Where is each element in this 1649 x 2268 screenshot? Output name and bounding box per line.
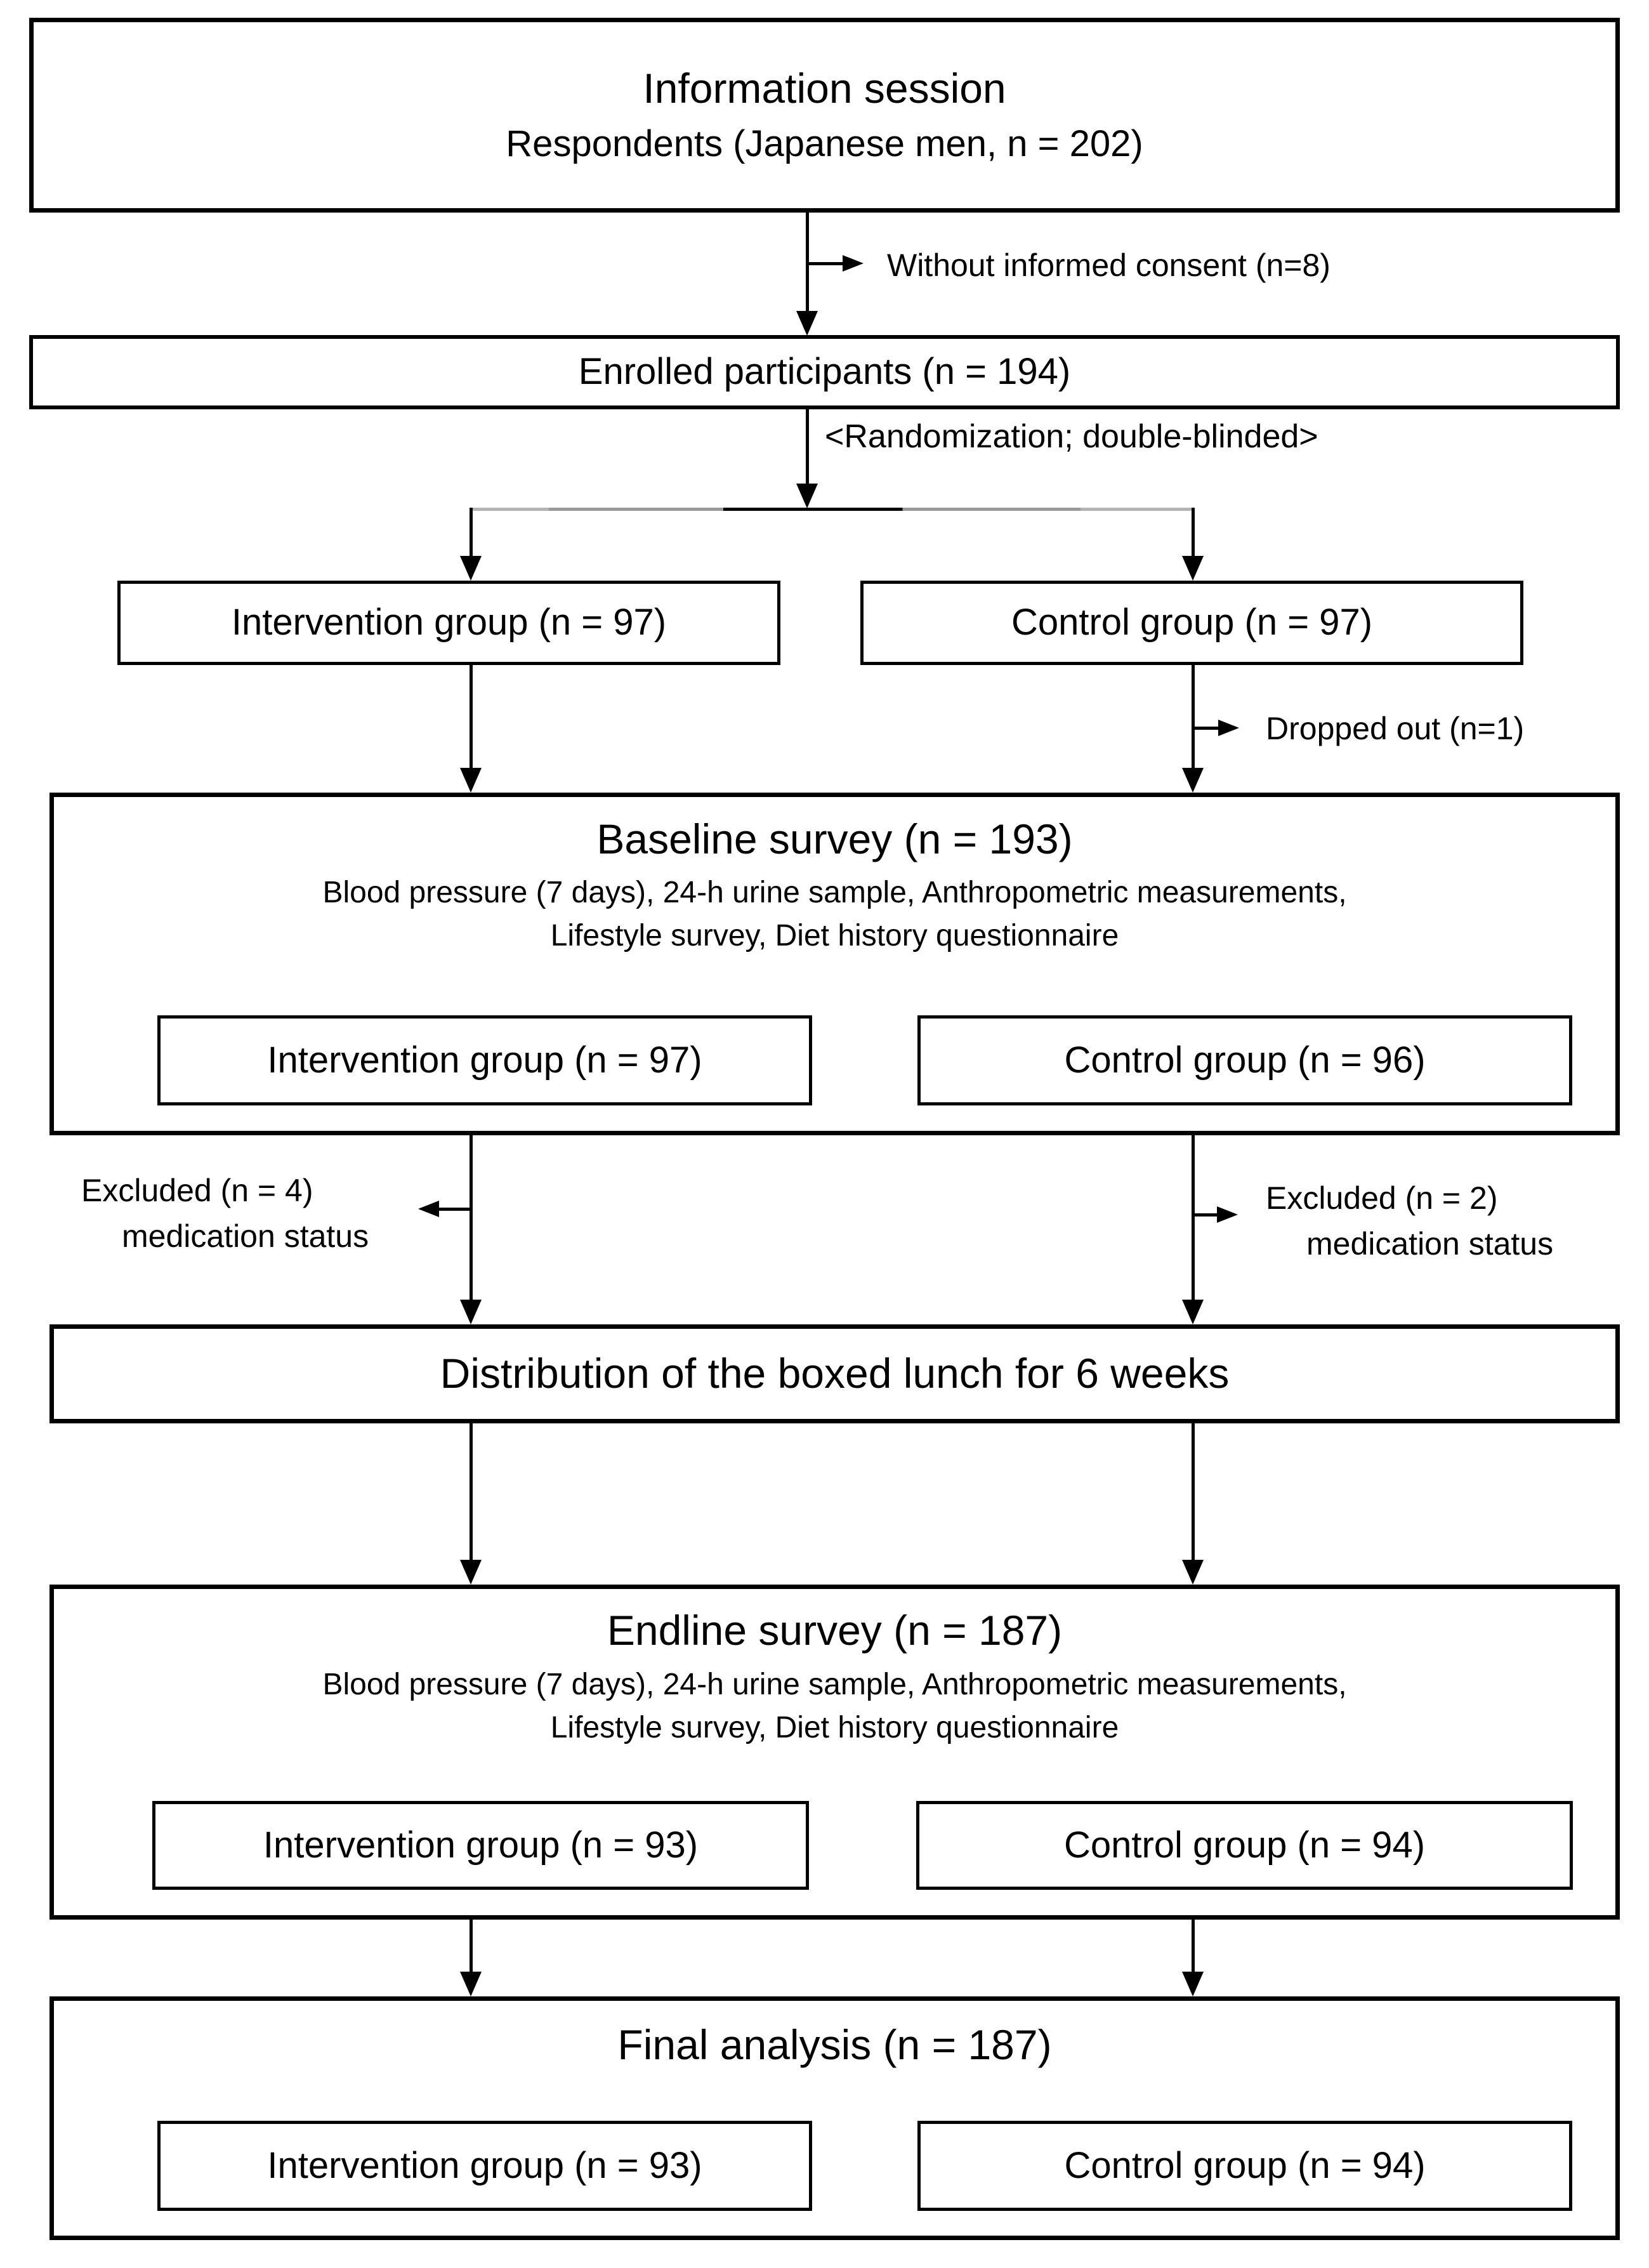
branch-excluded-left-line <box>439 1208 471 1211</box>
connector-control-to-baseline <box>1192 665 1195 770</box>
baseline-survey-subtitle-1: Blood pressure (7 days), 24-h urine samp… <box>322 876 1347 909</box>
connector-enrolled-to-split <box>806 409 809 485</box>
excluded-left-label: Excluded (n = 4) medication status <box>81 1168 369 1259</box>
endline-survey-subtitle-1: Blood pressure (7 days), 24-h urine samp… <box>322 1668 1347 1701</box>
enrolled-participants-box: Enrolled participants (n = 194) <box>29 335 1620 409</box>
connector-split-to-control <box>1192 508 1195 557</box>
final-intervention-label: Intervention group (n = 93) <box>267 2144 702 2186</box>
without-consent-label: Without informed consent (n=8) <box>887 247 1330 283</box>
information-session-box: Information session Respondents (Japanes… <box>29 18 1620 213</box>
arrowhead-down-icon <box>460 556 482 581</box>
final-control-group-box: Control group (n = 94) <box>917 2121 1572 2211</box>
connector-split-to-intervention <box>470 508 473 557</box>
baseline-survey-title: Baseline survey (n = 193) <box>596 815 1073 862</box>
distribution-title: Distribution of the boxed lunch for 6 we… <box>440 1350 1230 1397</box>
control-group-box-randomized: Control group (n = 97) <box>860 581 1523 665</box>
baseline-survey-subtitle-2: Lifestyle survey, Diet history questionn… <box>550 919 1119 953</box>
arrowhead-right-icon <box>1217 1206 1238 1223</box>
connector-intervention-to-baseline <box>470 665 473 770</box>
intervention-group-box-randomized: Intervention group (n = 97) <box>117 581 780 665</box>
endline-survey-subtitle-2: Lifestyle survey, Diet history questionn… <box>550 1711 1119 1744</box>
connector-endline-to-final-right <box>1192 1920 1195 1974</box>
dropped-out-label: Dropped out (n=1) <box>1266 711 1525 746</box>
connector-baseline-to-distribution-left <box>470 1135 473 1302</box>
arrowhead-down-icon <box>796 484 818 508</box>
enrolled-participants-title: Enrolled participants (n = 194) <box>578 351 1071 393</box>
baseline-intervention-group-box: Intervention group (n = 97) <box>157 1015 812 1105</box>
branch-without-consent-line <box>807 262 844 265</box>
excluded-right-label: Excluded (n = 2) medication status <box>1266 1175 1553 1267</box>
final-intervention-group-box: Intervention group (n = 93) <box>157 2121 812 2211</box>
randomization-split-line <box>471 508 1194 511</box>
arrowhead-down-icon <box>1182 1560 1204 1585</box>
connector-distribution-to-endline-left <box>470 1423 473 1562</box>
information-session-title: Information session <box>643 65 1006 112</box>
arrowhead-down-icon <box>460 1560 482 1585</box>
arrowhead-down-icon <box>796 311 818 336</box>
excluded-left-line1: Excluded (n = 4) <box>81 1173 313 1208</box>
arrowhead-down-icon <box>1182 556 1204 581</box>
arrowhead-down-icon <box>460 1300 482 1324</box>
arrowhead-down-icon <box>1182 768 1204 793</box>
information-session-subtitle: Respondents (Japanese men, n = 202) <box>506 123 1143 165</box>
arrowhead-down-icon <box>460 1972 482 1996</box>
excluded-right-line2: medication status <box>1306 1226 1554 1262</box>
endline-survey-title: Endline survey (n = 187) <box>607 1607 1063 1654</box>
randomization-label: <Randomization; double-blinded> <box>825 418 1318 455</box>
arrowhead-right-icon <box>1218 720 1239 736</box>
branch-excluded-right-line <box>1193 1213 1218 1216</box>
excluded-right-line1: Excluded (n = 2) <box>1266 1180 1498 1216</box>
arrowhead-down-icon <box>1182 1972 1204 1996</box>
final-control-label: Control group (n = 94) <box>1064 2144 1426 2186</box>
excluded-left-line2: medication status <box>122 1218 369 1254</box>
final-analysis-title: Final analysis (n = 187) <box>617 2021 1052 2068</box>
connector-distribution-to-endline-right <box>1192 1423 1195 1562</box>
baseline-control-label: Control group (n = 96) <box>1064 1039 1426 1081</box>
baseline-intervention-label: Intervention group (n = 97) <box>267 1039 702 1081</box>
arrowhead-down-icon <box>1182 1300 1204 1324</box>
connector-endline-to-final-left <box>470 1920 473 1974</box>
connector-baseline-to-distribution-right <box>1192 1135 1195 1302</box>
arrowhead-right-icon <box>843 255 864 272</box>
control-group-label: Control group (n = 97) <box>1011 602 1373 643</box>
baseline-control-group-box: Control group (n = 96) <box>917 1015 1572 1105</box>
distribution-box: Distribution of the boxed lunch for 6 we… <box>49 1324 1620 1423</box>
branch-dropped-out-line <box>1193 727 1219 730</box>
endline-control-group-box: Control group (n = 94) <box>916 1801 1573 1890</box>
endline-intervention-group-box: Intervention group (n = 93) <box>152 1801 809 1890</box>
arrowhead-down-icon <box>460 768 482 793</box>
endline-intervention-label: Intervention group (n = 93) <box>263 1824 699 1866</box>
arrowhead-left-icon <box>418 1201 439 1217</box>
intervention-group-label: Intervention group (n = 97) <box>231 602 667 643</box>
endline-control-label: Control group (n = 94) <box>1063 1824 1426 1866</box>
